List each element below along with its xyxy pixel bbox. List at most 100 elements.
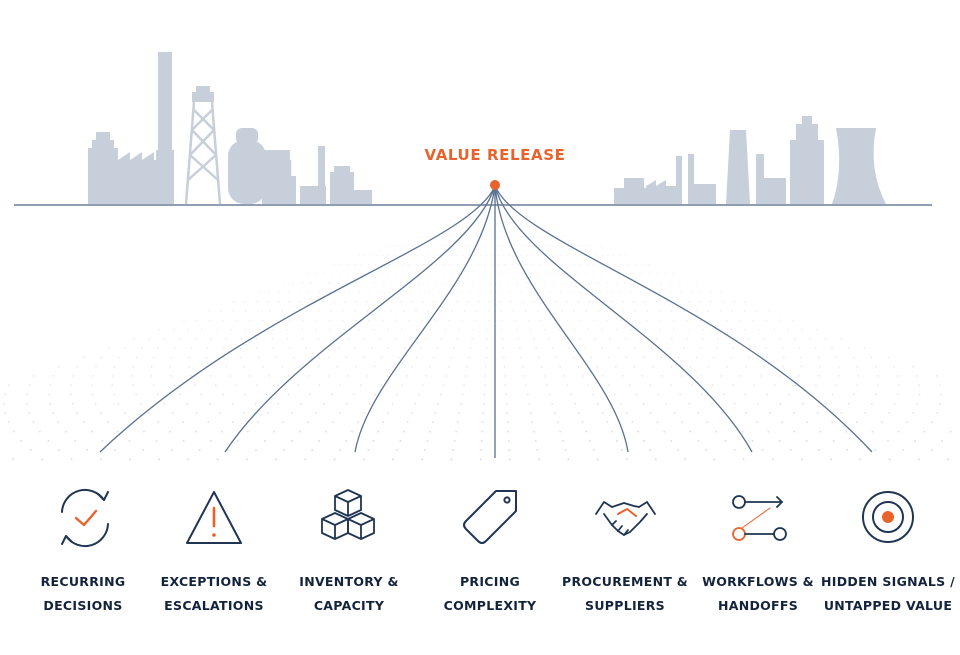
ground-dot — [537, 273, 540, 275]
ground-dot — [248, 375, 251, 377]
ground-dot — [529, 236, 531, 238]
ground-dot — [141, 347, 143, 349]
ground-dot — [681, 421, 684, 424]
ground-dot — [569, 236, 571, 238]
ground-dot — [466, 273, 469, 275]
ground-dot — [3, 402, 6, 405]
ground-dot — [288, 291, 290, 294]
ground-dot — [573, 356, 575, 359]
ground-dot — [293, 310, 295, 312]
ground-dot — [525, 384, 528, 387]
ground-dot — [561, 439, 564, 442]
ground-dot — [525, 282, 528, 284]
ground-dot — [292, 282, 294, 284]
ground-dot — [363, 273, 366, 275]
ground-dot — [355, 319, 357, 322]
ground-dot — [607, 263, 609, 266]
ground-dot — [606, 282, 608, 284]
ground-dot — [593, 273, 595, 275]
ground-dot — [190, 347, 192, 349]
ground-dot — [582, 375, 585, 377]
ground-dot — [452, 449, 454, 452]
ground-dot — [485, 365, 487, 368]
ground-dot — [686, 338, 688, 340]
ground-dot — [544, 245, 546, 247]
ground-dot — [789, 449, 792, 452]
ground-dot — [194, 384, 196, 387]
ground-dot — [893, 402, 896, 405]
ground-dot — [333, 263, 335, 266]
ground-dot — [752, 384, 755, 387]
ground-dot — [801, 328, 804, 331]
ground-dot — [619, 291, 622, 294]
ground-dot — [368, 402, 371, 405]
ground-dot — [328, 282, 330, 284]
ground-dot — [408, 263, 411, 266]
ground-dot — [379, 338, 381, 340]
ground-dot — [196, 319, 198, 322]
ground-dot — [498, 282, 501, 284]
ground-dot — [481, 236, 483, 238]
ground-dot — [308, 273, 310, 275]
ground-dot — [778, 319, 781, 322]
ground-dot — [150, 375, 153, 377]
ground-dot — [501, 328, 504, 331]
ground-dot — [458, 328, 461, 331]
ground-dot — [298, 291, 300, 294]
ground-dot — [570, 282, 573, 284]
ground-dot — [798, 375, 801, 377]
ground-dot — [579, 263, 582, 266]
ground-dot — [535, 347, 537, 349]
ground-dot — [179, 338, 181, 340]
ground-dot — [485, 236, 487, 238]
ground-dot — [243, 365, 246, 368]
category-label-line2: COMPLEXITY — [443, 598, 537, 613]
ground-dot — [52, 412, 55, 414]
ground-dot — [302, 338, 304, 340]
ground-dot — [765, 356, 768, 359]
ground-dot — [342, 310, 344, 312]
ground-dot — [831, 421, 834, 424]
ground-dot — [305, 310, 308, 312]
ground-dot — [663, 430, 666, 433]
ground-dot — [374, 393, 377, 396]
ground-dot — [399, 439, 402, 442]
ground-dot — [567, 458, 570, 461]
ground-dot — [503, 254, 505, 256]
ground-dot — [317, 365, 320, 368]
ground-dot — [235, 384, 238, 387]
ground-dot — [871, 430, 874, 433]
ground-dot — [794, 338, 796, 340]
ground-dot — [517, 338, 519, 340]
ground-dot — [496, 236, 498, 238]
ground-dot — [506, 273, 508, 275]
ground-dot — [707, 365, 710, 368]
ground-dot — [748, 356, 750, 359]
ground-dot — [830, 458, 833, 461]
ground-dot — [507, 282, 510, 284]
ground-dot — [578, 338, 581, 340]
ground-dot — [249, 319, 251, 322]
ground-dot — [606, 319, 609, 322]
ground-dot — [561, 282, 564, 284]
ground-dot — [637, 430, 640, 433]
ground-dot — [254, 449, 257, 452]
ground-dot — [4, 393, 7, 396]
ground-dot — [801, 458, 803, 461]
ground-dot — [276, 384, 279, 387]
ground-dot — [730, 328, 732, 331]
ground-dot — [491, 254, 493, 256]
ground-dot — [445, 375, 447, 377]
ground-dot — [433, 356, 435, 359]
ground-dot — [778, 338, 781, 340]
ground-dot — [381, 263, 383, 266]
ground-dot — [354, 347, 357, 349]
ground-dot — [310, 356, 313, 359]
ground-dot — [379, 273, 381, 275]
ground-dot — [670, 384, 672, 387]
ground-dot — [398, 356, 400, 359]
ground-dot — [688, 301, 691, 303]
ground-dot — [565, 236, 567, 238]
ground-dot — [421, 319, 424, 322]
ground-dot — [504, 384, 507, 387]
